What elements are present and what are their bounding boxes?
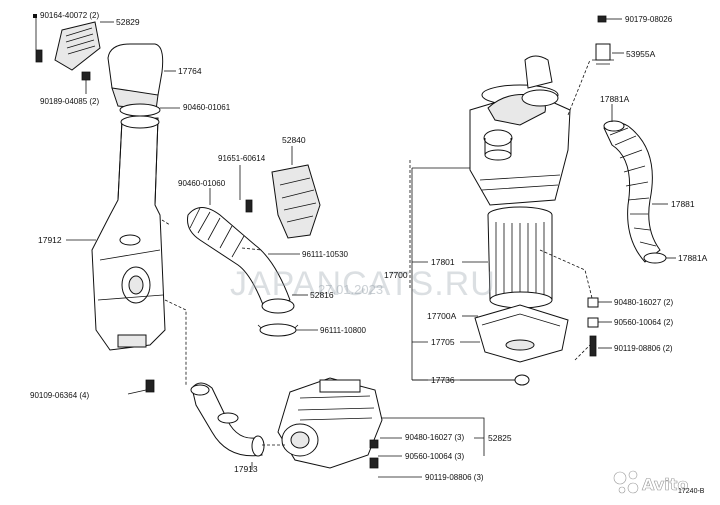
label-90480-16027-2: 90480-16027 (2): [614, 298, 673, 307]
label-90179-08026: 90179-08026: [625, 15, 673, 24]
label-17881: 17881: [671, 199, 695, 209]
watermark-date: 27.01.2023: [318, 282, 383, 297]
assembly-dashed-lines: [161, 59, 593, 446]
labels-group: 90164-40072 (2) 52829 17764 90189-04085 …: [30, 11, 708, 482]
avito-logo-text: Avito: [642, 475, 688, 494]
avito-logo: Avito: [613, 470, 689, 494]
label-17913: 17913: [234, 464, 258, 474]
label-52816: 52816: [310, 290, 334, 300]
part-17913-pipe: [190, 382, 265, 457]
label-17801: 17801: [431, 257, 455, 267]
watermark-text: JAPANCATS.RU: [230, 265, 496, 303]
part-17912-duct: [91, 115, 166, 351]
part-90480-clips-right: [587, 297, 599, 357]
label-90189-04085: 90189-04085 (2): [40, 97, 99, 106]
part-53955a-mount: [592, 15, 614, 65]
diagram-id: 17240-B: [678, 488, 705, 495]
label-52840: 52840: [282, 135, 306, 145]
label-90164-40072: 90164-40072 (2): [40, 11, 99, 20]
small-fasteners-left: [35, 49, 379, 469]
label-96111-10800: 96111-10800: [320, 326, 367, 335]
label-17764: 17764: [178, 66, 202, 76]
label-17912: 17912: [38, 235, 62, 245]
label-17881A-bottom: 17881A: [678, 253, 708, 263]
label-90109-06364: 90109-06364 (4): [30, 391, 89, 400]
label-90480-16027-3: 90480-16027 (3): [405, 433, 464, 442]
part-52840-cover: [271, 164, 321, 239]
part-52816-hose: [187, 207, 299, 337]
label-17700: 17700: [384, 270, 408, 280]
label-17736: 17736: [431, 375, 455, 385]
watermark: JAPANCATS.RU 27.01.2023: [230, 265, 496, 303]
label-17881A-top: 17881A: [600, 94, 630, 104]
label-53955A: 53955A: [626, 49, 656, 59]
part-52829-cover: [54, 21, 101, 71]
label-90119-08806-3: 90119-08806 (3): [425, 473, 484, 482]
label-90560-10064-3: 90560-10064 (3): [405, 452, 464, 461]
label-90460-01060: 90460-01060: [178, 179, 226, 188]
label-17700A: 17700A: [427, 311, 457, 321]
part-17764-elbow: [107, 43, 164, 117]
part-17736-clamp: [514, 374, 530, 386]
part-17700-air-cleaner: [469, 55, 571, 206]
label-17705: 17705: [431, 337, 455, 347]
part-17705-tray: [474, 304, 569, 363]
label-90560-10064-2: 90560-10064 (2): [614, 318, 673, 327]
part-17801-element: [487, 206, 553, 309]
label-52825: 52825: [488, 433, 512, 443]
label-96111-10530: 96111-10530: [302, 250, 349, 259]
part-52825-resonator: [277, 377, 383, 469]
label-90119-08806-2: 90119-08806 (2): [614, 344, 673, 353]
label-91651-60614: 91651-60614: [218, 154, 266, 163]
label-90460-01061: 90460-01061: [183, 103, 231, 112]
label-52829: 52829: [116, 17, 140, 27]
part-17881-hose: [603, 120, 667, 264]
